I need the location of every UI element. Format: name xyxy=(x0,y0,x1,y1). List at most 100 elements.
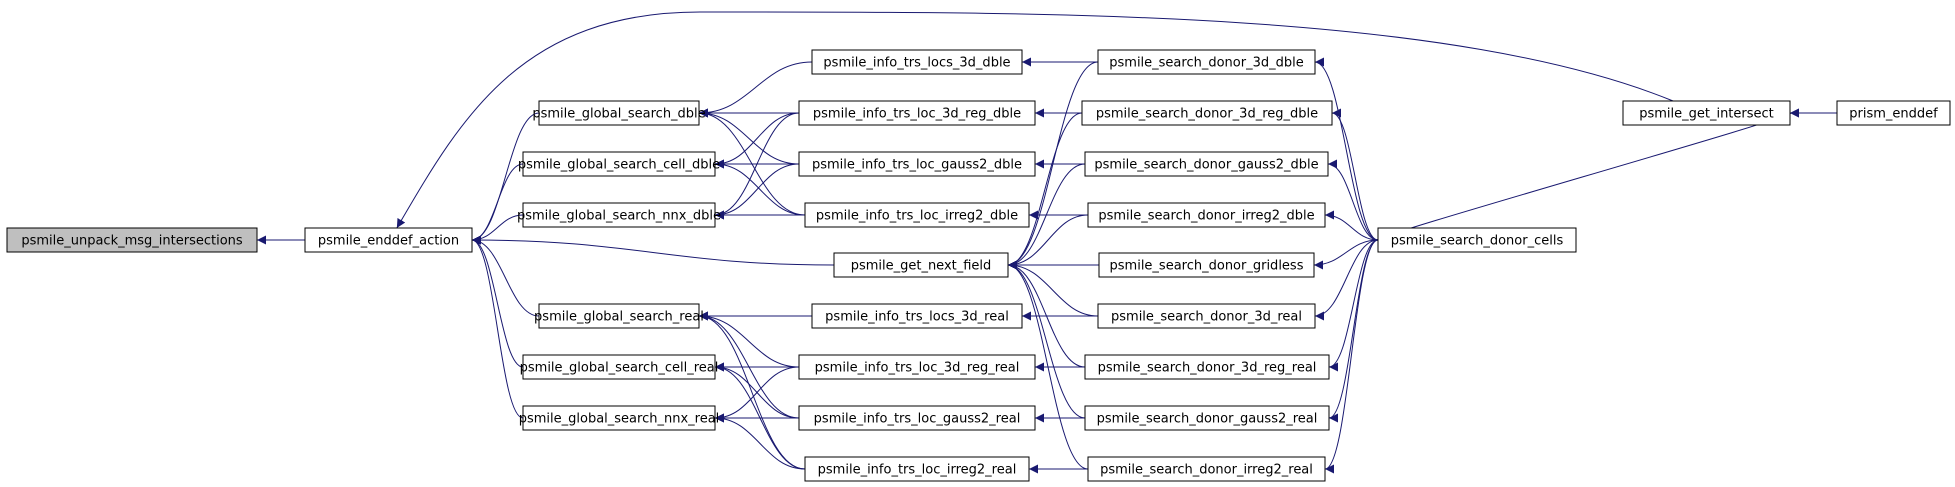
node-sd_3dreg_real[interactable]: psmile_search_donor_3d_reg_real xyxy=(1084,354,1330,380)
node-get_intersect[interactable]: psmile_get_intersect xyxy=(1622,100,1791,126)
edge-sd_cells-to-sd_3d_real xyxy=(1314,239,1379,321)
edge-sd_cells-to-get_intersect xyxy=(1377,108,1800,241)
node-label: prism_enddef xyxy=(1849,107,1938,122)
edge-itl_irreg2_real-to-gs_real xyxy=(698,311,806,470)
node-enddef_action[interactable]: psmile_enddef_action xyxy=(304,227,473,253)
node-label: psmile_global_search_dble xyxy=(532,107,705,122)
node-sd_gauss2_real[interactable]: psmile_search_donor_gauss2_real xyxy=(1084,405,1330,431)
node-box xyxy=(6,227,258,253)
node-box xyxy=(1377,227,1577,253)
node-box xyxy=(804,456,1030,482)
node-sd_irreg2_dble[interactable]: psmile_search_donor_irreg2_dble xyxy=(1087,202,1326,228)
node-unpack[interactable]: psmile_unpack_msg_intersections xyxy=(6,227,258,253)
node-itl_gauss2_dble[interactable]: psmile_info_trs_loc_gauss2_dble xyxy=(798,151,1036,177)
edge-sd_cells-to-sd_3dreg_dble xyxy=(1331,108,1379,241)
node-itl_irreg2_dble[interactable]: psmile_info_trs_loc_irreg2_dble xyxy=(804,202,1030,228)
node-box xyxy=(538,303,700,329)
node-box xyxy=(798,100,1036,126)
node-sd_3d_dble[interactable]: psmile_search_donor_3d_dble xyxy=(1097,49,1316,75)
edge-itl_3dreg_dble-to-gs_cell_dble xyxy=(714,112,800,169)
node-gs_dble[interactable]: psmile_global_search_dble xyxy=(532,100,706,126)
node-label: psmile_info_trs_locs_3d_real xyxy=(825,310,1009,325)
node-label: psmile_get_intersect xyxy=(1639,107,1774,122)
edge-gs_cell_real-to-enddef_action xyxy=(471,235,524,368)
node-label: psmile_search_donor_irreg2_real xyxy=(1100,463,1313,478)
node-box xyxy=(798,151,1036,177)
edge-itl_3dreg_dble-to-gs_nnx_dble xyxy=(714,112,800,220)
node-label: psmile_search_donor_gridless xyxy=(1110,259,1304,274)
node-label: psmile_search_donor_irreg2_dble xyxy=(1098,209,1314,224)
node-box xyxy=(538,100,700,126)
node-label: psmile_search_donor_cells xyxy=(1391,234,1564,249)
node-box xyxy=(304,227,473,253)
node-box xyxy=(522,405,716,431)
edge-itl_gauss2_dble-to-gs_nnx_dble xyxy=(714,163,800,220)
node-itl_3dreg_real[interactable]: psmile_info_trs_loc_3d_reg_real xyxy=(798,354,1036,380)
node-get_next_field[interactable]: psmile_get_next_field xyxy=(833,252,1009,278)
node-sd_3d_real[interactable]: psmile_search_donor_3d_real xyxy=(1097,303,1316,329)
edge-gs_cell_dble-to-enddef_action xyxy=(471,163,524,245)
node-label: psmile_info_trs_locs_3d_dble xyxy=(823,56,1010,71)
node-box xyxy=(522,354,716,380)
edge-sd_irreg2_real-to-get_next_field xyxy=(1007,260,1089,470)
node-label: psmile_search_donor_gauss2_dble xyxy=(1094,158,1318,173)
node-box xyxy=(522,151,716,177)
node-sd_cells[interactable]: psmile_search_donor_cells xyxy=(1377,227,1577,253)
edge-itl_irreg2_dble-to-gs_cell_dble xyxy=(714,159,806,216)
node-gs_cell_real[interactable]: psmile_global_search_cell_real xyxy=(520,354,719,380)
edge-sd_gauss2_real-to-get_next_field xyxy=(1007,260,1086,419)
node-box xyxy=(804,202,1030,228)
node-label: psmile_info_trs_loc_3d_reg_dble xyxy=(813,107,1021,122)
edge-sd_cells-to-sd_gauss2_dble xyxy=(1327,159,1379,241)
edge-sd_3d_dble-to-get_next_field xyxy=(1007,61,1099,270)
node-prism_enddef[interactable]: prism_enddef xyxy=(1836,100,1951,126)
edge-sd_3dreg_dble-to-get_next_field xyxy=(1007,112,1083,270)
edge-sd_gauss2_dble-to-get_next_field xyxy=(1007,163,1086,270)
node-box xyxy=(798,354,1036,380)
node-label: psmile_info_trs_loc_gauss2_real xyxy=(814,412,1021,427)
node-box xyxy=(1087,202,1326,228)
node-itl_3d_real[interactable]: psmile_info_trs_locs_3d_real xyxy=(811,303,1023,329)
node-sd_3dreg_dble[interactable]: psmile_search_donor_3d_reg_dble xyxy=(1081,100,1333,126)
node-itl_irreg2_real[interactable]: psmile_info_trs_loc_irreg2_real xyxy=(804,456,1030,482)
node-box xyxy=(1084,354,1330,380)
node-label: psmile_search_donor_3d_reg_real xyxy=(1098,361,1317,376)
node-gs_nnx_dble[interactable]: psmile_global_search_nnx_dble xyxy=(517,202,721,228)
node-box xyxy=(833,252,1009,278)
node-label: psmile_global_search_nnx_dble xyxy=(517,209,721,224)
edge-itl_gauss2_dble-to-gs_dble xyxy=(698,108,800,165)
node-gs_cell_dble[interactable]: psmile_global_search_cell_dble xyxy=(518,151,720,177)
edge-sd_3dreg_real-to-get_next_field xyxy=(1007,260,1086,368)
node-label: psmile_get_next_field xyxy=(851,259,992,274)
edge-get_intersect-to-enddef_action xyxy=(396,11,1674,229)
edge-itl_irreg2_real-to-gs_nnx_real xyxy=(714,413,806,470)
node-gs_nnx_real[interactable]: psmile_global_search_nnx_real xyxy=(519,405,720,431)
node-label: psmile_info_trs_loc_gauss2_dble xyxy=(812,158,1022,173)
node-label: psmile_global_search_nnx_real xyxy=(519,412,720,427)
node-box xyxy=(1087,456,1326,482)
edge-sd_cells-to-sd_irreg2_real xyxy=(1324,239,1379,474)
node-box xyxy=(1081,100,1333,126)
nodes: psmile_unpack_msg_intersections psmile_en… xyxy=(6,49,1951,482)
edge-sd_3d_real-to-get_next_field xyxy=(1007,260,1099,317)
node-box xyxy=(1098,252,1315,278)
node-sd_gridless[interactable]: psmile_search_donor_gridless xyxy=(1098,252,1315,278)
node-label: psmile_global_search_real xyxy=(534,310,704,325)
node-box xyxy=(1097,303,1316,329)
node-itl_3dreg_dble[interactable]: psmile_info_trs_loc_3d_reg_dble xyxy=(798,100,1036,126)
node-itl_gauss2_real[interactable]: psmile_info_trs_loc_gauss2_real xyxy=(798,405,1036,431)
edge-itl_3dreg_real-to-gs_real xyxy=(698,311,800,368)
edge-sd_cells-to-sd_gridless xyxy=(1313,239,1379,270)
node-label: psmile_info_trs_loc_3d_reg_real xyxy=(815,361,1020,376)
edge-sd_cells-to-sd_irreg2_dble xyxy=(1324,210,1379,241)
node-box xyxy=(1084,151,1329,177)
node-itl_3d_dble[interactable]: psmile_info_trs_locs_3d_dble xyxy=(811,49,1023,75)
edge-get_next_field-to-enddef_action xyxy=(471,235,835,266)
node-sd_gauss2_dble[interactable]: psmile_search_donor_gauss2_dble xyxy=(1084,151,1329,177)
node-box xyxy=(1097,49,1316,75)
node-sd_irreg2_real[interactable]: psmile_search_donor_irreg2_real xyxy=(1087,456,1326,482)
node-box xyxy=(811,303,1023,329)
node-gs_real[interactable]: psmile_global_search_real xyxy=(534,303,704,329)
edge-gs_nnx_real-to-enddef_action xyxy=(471,235,524,419)
